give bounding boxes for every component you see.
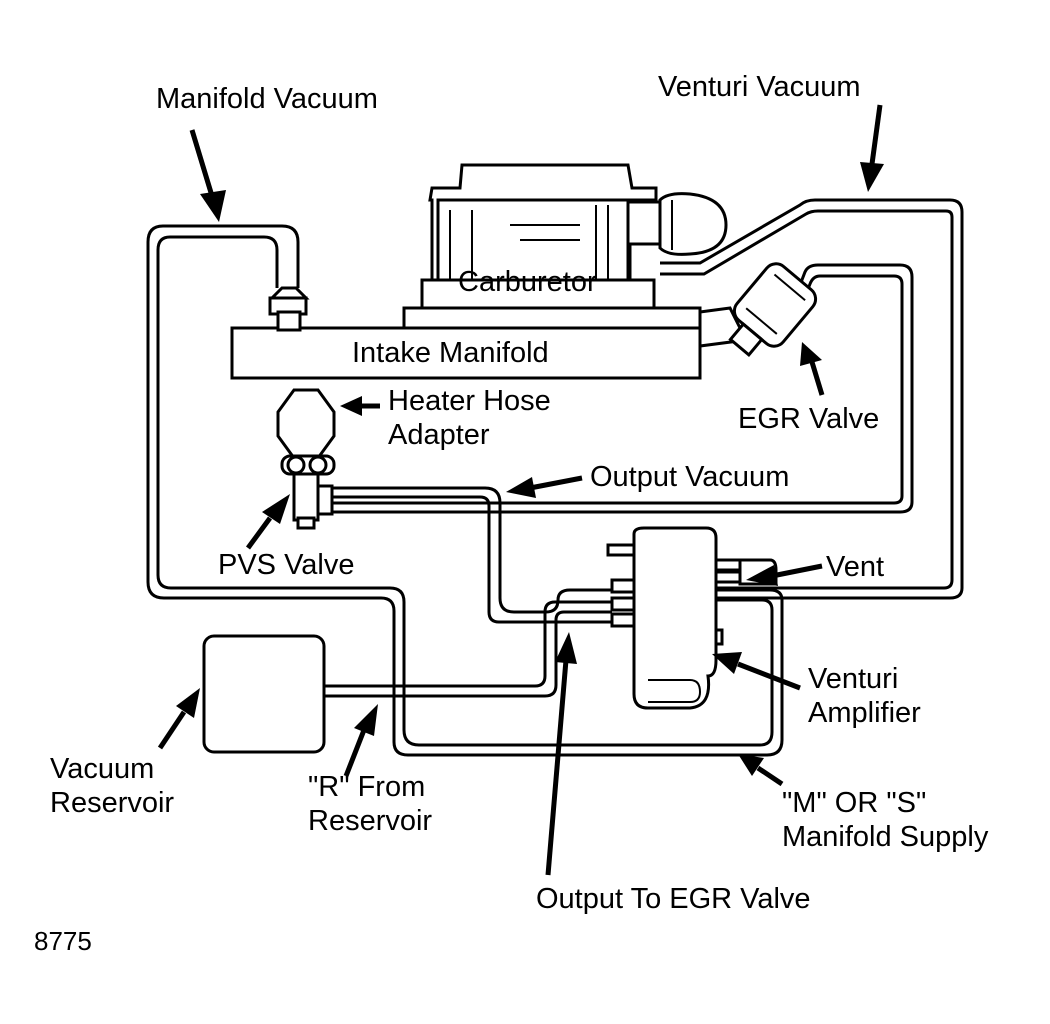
arrow-manifold-vacuum: [189, 129, 226, 222]
arrow-egr-valve: [800, 342, 825, 396]
arrow-vacuum-reservoir: [157, 688, 200, 750]
heater-hose-label-2: Adapter: [388, 419, 490, 451]
output-vacuum-hose: [330, 263, 914, 514]
intake-manifold-label: Intake Manifold: [352, 337, 549, 369]
venturi-amplifier-label-1: Venturi: [808, 663, 898, 695]
pvs-valve: [292, 472, 334, 530]
r-from-reservoir-label-1: "R" From: [308, 771, 425, 803]
arrow-venturi-vacuum: [860, 104, 884, 192]
egr-valve-label: EGR Valve: [738, 403, 879, 435]
arrow-output-to-egr: [545, 632, 577, 876]
arrow-manifold-supply: [738, 754, 784, 787]
vacuum-reservoir: [202, 634, 326, 754]
arrow-venturi-amplifier: [712, 652, 801, 691]
heater-hose-label-1: Heater Hose: [388, 385, 551, 417]
arrow-vent: [746, 563, 823, 586]
intake-manifold: [230, 306, 749, 380]
arrow-heater-hose: [340, 396, 380, 416]
manifold-supply-label-2: Manifold Supply: [782, 821, 989, 853]
output-to-egr-label: Output To EGR Valve: [536, 883, 811, 915]
r-from-reservoir-label-2: Reservoir: [308, 805, 432, 837]
figure-number: 8775: [34, 926, 92, 956]
vacuum-reservoir-label-2: Reservoir: [50, 787, 174, 819]
pvs-to-amplifier-hose: [330, 486, 612, 624]
pvs-valve-label: PVS Valve: [218, 549, 354, 581]
output-vacuum-label: Output Vacuum: [590, 461, 789, 493]
venturi-vacuum-label: Venturi Vacuum: [658, 71, 861, 103]
manifold-vacuum-fitting: [268, 286, 310, 332]
venturi-amplifier-label-2: Amplifier: [808, 697, 921, 729]
venturi-amplifier: [606, 526, 778, 710]
manifold-vacuum-label: Manifold Vacuum: [156, 83, 378, 115]
vent-label: Vent: [826, 551, 884, 583]
carburetor-label: Carburetor: [458, 266, 597, 298]
carburetor: [420, 163, 728, 310]
arrow-pvs-valve: [245, 494, 290, 550]
arrow-r-from-reservoir: [343, 704, 378, 777]
venturi-vacuum-hose: [660, 198, 964, 600]
vacuum-reservoir-label-1: Vacuum: [50, 753, 154, 785]
egr-valve: [728, 262, 818, 357]
reservoir-hose: [325, 600, 612, 698]
arrow-output-vacuum: [506, 475, 583, 498]
heater-hose-adapter: [276, 388, 336, 476]
manifold-supply-label-1: "M" OR "S": [782, 787, 926, 819]
manifold-supply-hose: [146, 224, 784, 757]
